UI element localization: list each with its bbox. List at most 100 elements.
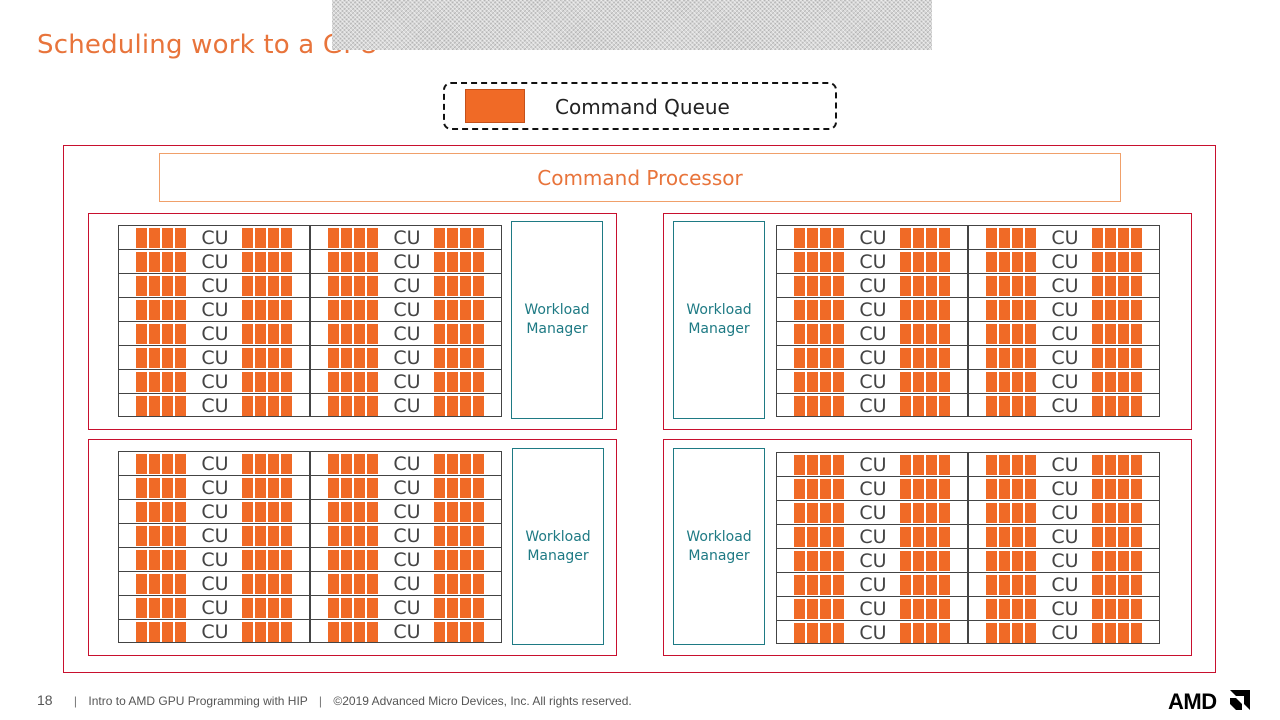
wavefront-slot [473, 550, 484, 570]
wavefront-slot [1012, 228, 1023, 248]
wavefront-slot [794, 503, 805, 523]
wavefront-slot [473, 372, 484, 392]
wavefront-slot [1105, 252, 1116, 272]
wavefront-slot [354, 348, 365, 368]
wavefront-slot [1012, 324, 1023, 344]
wavefront-slot [268, 454, 279, 474]
cu-label: CU [1051, 299, 1079, 321]
wavefront-slot [833, 551, 844, 571]
wavefront-slot [255, 252, 266, 272]
compute-unit: CU [311, 298, 501, 322]
wavefront-slot [354, 372, 365, 392]
wavefront-slot [162, 598, 173, 618]
wavefront-slot [1092, 527, 1103, 547]
cu-label: CU [1051, 454, 1079, 476]
wavefront-slot [473, 526, 484, 546]
wavefront-slot [999, 324, 1010, 344]
wavefront-slot [149, 622, 160, 642]
wavefront-slot [939, 599, 950, 619]
compute-unit: CU [311, 226, 501, 250]
cu-label: CU [201, 549, 229, 571]
wavefront-slot [136, 454, 147, 474]
compute-unit: CU [969, 322, 1159, 346]
compute-unit: CU [119, 500, 309, 524]
wavefront-slot [986, 228, 997, 248]
wavefront-slot [913, 503, 924, 523]
cu-label: CU [859, 454, 887, 476]
wavefront-slot [820, 527, 831, 547]
wavefront-slot [354, 300, 365, 320]
wavefront-slot [460, 550, 471, 570]
compute-unit: CU [969, 274, 1159, 298]
wavefront-slot [460, 454, 471, 474]
wavefront-slot [939, 396, 950, 416]
wavefront-slot [328, 348, 339, 368]
wavefront-slot [820, 479, 831, 499]
wavefront-slot [255, 478, 266, 498]
wavefront-slot [162, 526, 173, 546]
wavefront-slot [1131, 276, 1142, 296]
wavefront-slot [149, 396, 160, 416]
compute-unit: CU [969, 298, 1159, 322]
command-queue-swatch [465, 89, 525, 123]
cu-label: CU [1051, 622, 1079, 644]
wavefront-slot [1118, 479, 1129, 499]
cu-label: CU [393, 299, 421, 321]
wavefront-slot [1012, 527, 1023, 547]
compute-unit: CU [311, 452, 501, 476]
wavefront-slot [986, 455, 997, 475]
wavefront-slot [460, 526, 471, 546]
wavefront-slot [281, 252, 292, 272]
wavefront-slot [136, 526, 147, 546]
wavefront-slot [1131, 348, 1142, 368]
wavefront-slot [354, 574, 365, 594]
compute-unit: CU [777, 370, 967, 394]
compute-unit: CU [119, 226, 309, 250]
wavefront-slot [341, 228, 352, 248]
wavefront-slot [807, 300, 818, 320]
wavefront-slot [913, 252, 924, 272]
wavefront-slot [460, 598, 471, 618]
wavefront-slot [794, 228, 805, 248]
compute-unit: CU [119, 346, 309, 370]
wavefront-slot [900, 479, 911, 499]
wavefront-slot [162, 228, 173, 248]
wavefront-slot [926, 623, 937, 643]
cu-label: CU [859, 550, 887, 572]
wavefront-slot [913, 396, 924, 416]
wavefront-slot [354, 228, 365, 248]
wavefront-slot [149, 228, 160, 248]
wavefront-slot [162, 300, 173, 320]
amd-arrow-icon [1230, 690, 1250, 710]
wavefront-slot [136, 396, 147, 416]
wavefront-slot [354, 526, 365, 546]
wavefront-slot [162, 324, 173, 344]
wavefront-slot [447, 526, 458, 546]
wavefront-slot [986, 551, 997, 571]
wavefront-slot [367, 478, 378, 498]
wavefront-slot [149, 276, 160, 296]
wavefront-slot [149, 526, 160, 546]
wavefront-slot [1012, 623, 1023, 643]
wavefront-slot [328, 396, 339, 416]
wavefront-slot [447, 598, 458, 618]
wavefront-slot [900, 599, 911, 619]
wavefront-slot [794, 372, 805, 392]
wavefront-slot [833, 300, 844, 320]
wavefront-slot [1131, 228, 1142, 248]
wavefront-slot [447, 372, 458, 392]
wavefront-slot [999, 396, 1010, 416]
wavefront-slot [473, 396, 484, 416]
wavefront-slot [986, 324, 997, 344]
wavefront-slot [900, 575, 911, 595]
wavefront-slot [268, 276, 279, 296]
wavefront-slot [1118, 252, 1129, 272]
wavefront-slot [807, 551, 818, 571]
cu-label: CU [393, 453, 421, 475]
wavefront-slot [268, 502, 279, 522]
wavefront-slot [939, 575, 950, 595]
wavefront-slot [794, 599, 805, 619]
wavefront-slot [926, 276, 937, 296]
wavefront-slot [999, 503, 1010, 523]
